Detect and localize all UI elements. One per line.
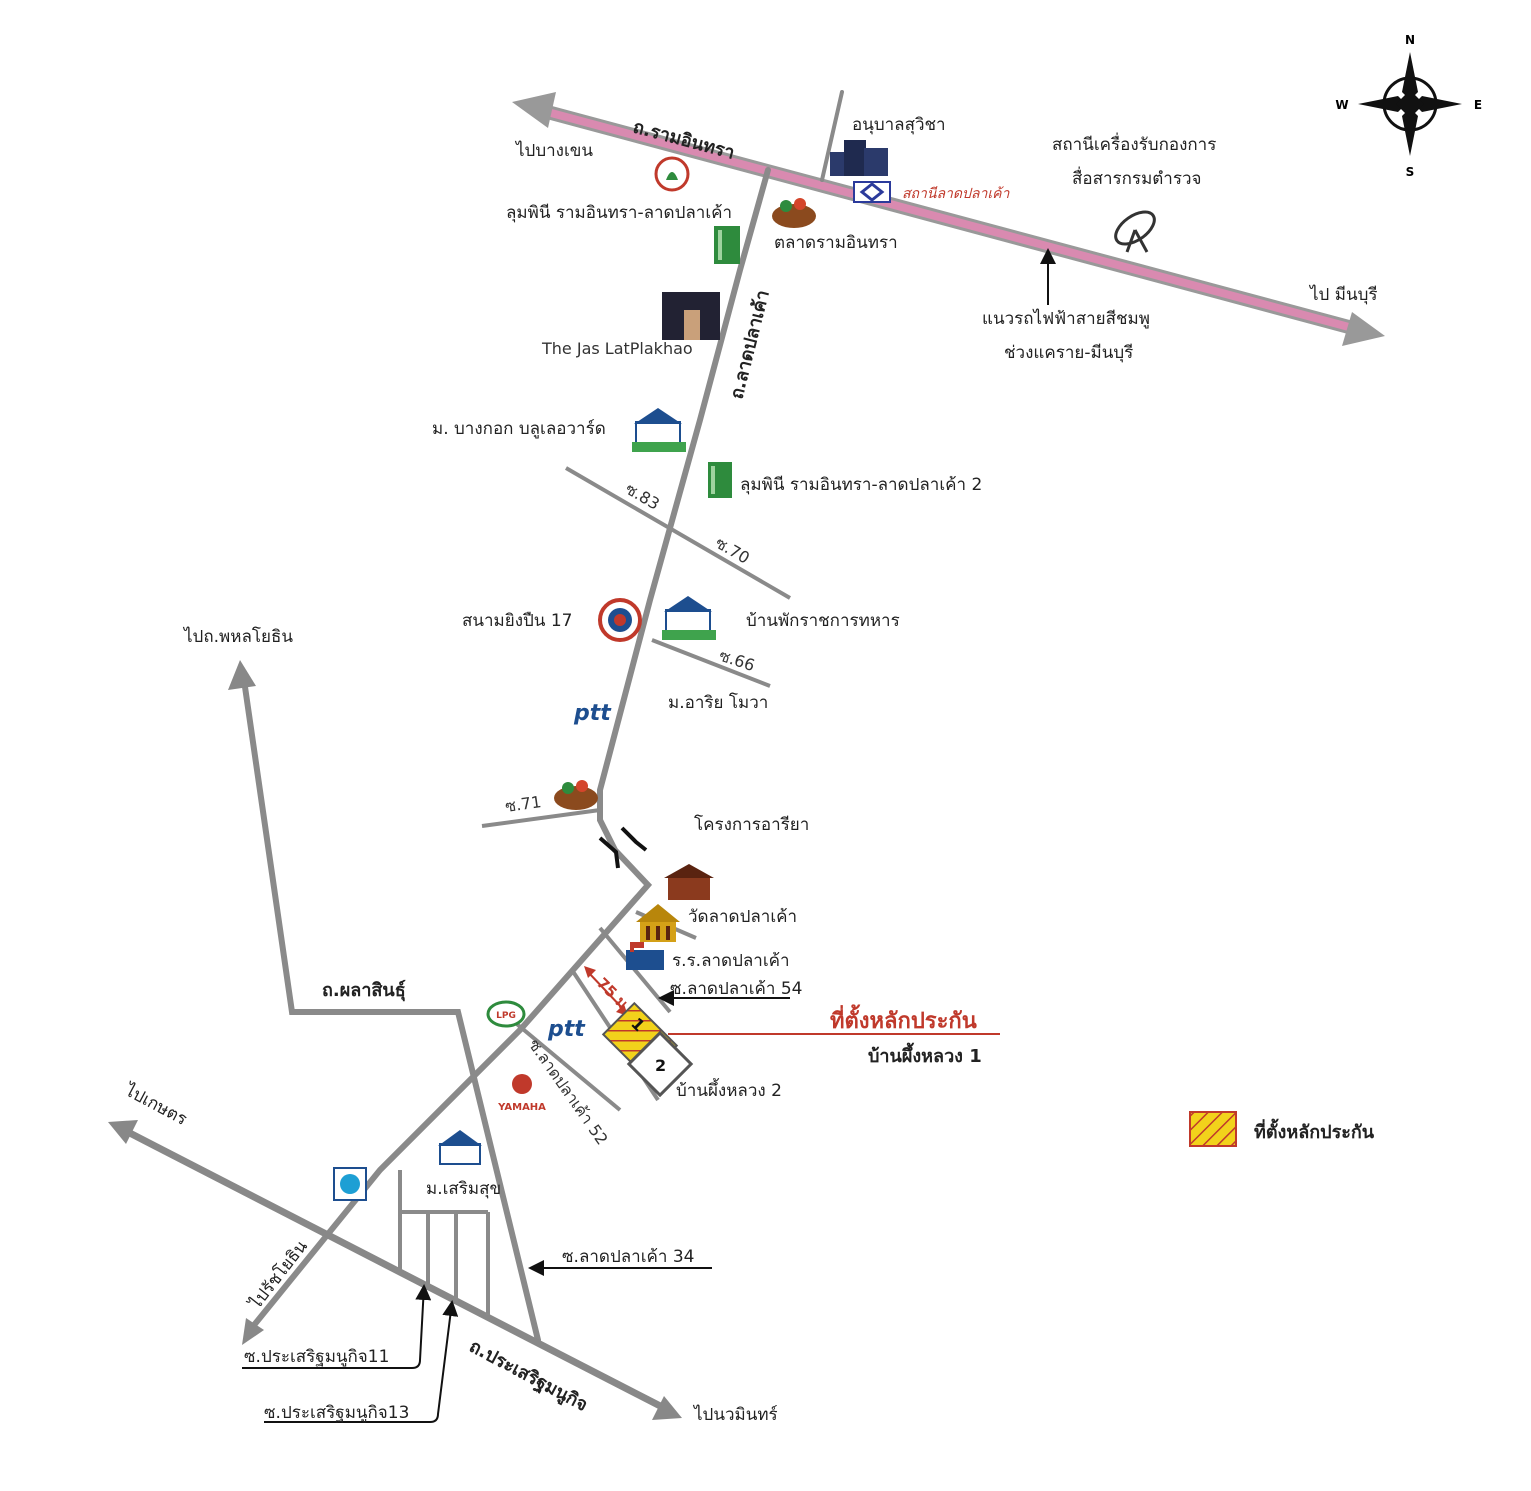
target-icon: [598, 598, 642, 642]
prasert-manukit-road: [108, 1120, 682, 1420]
label-soldier-housing: บ้านพักราชการทหาร: [746, 611, 900, 631]
label-wat: วัดลาดปลาเค้า: [688, 907, 797, 927]
label-market: ตลาดรามอินทรา: [774, 233, 898, 253]
label-house-2: บ้านผึ้งหลวง 2: [676, 1078, 782, 1101]
housing-icon-2: [662, 596, 716, 640]
label-soi-pm13: ซ.ประเสริฐมนูกิจ13: [264, 1403, 409, 1423]
lpg-text: LPG: [496, 1011, 516, 1021]
dir-min-buri: ไป มีนบุรี: [1308, 284, 1378, 305]
legend-label: ที่ตั้งหลักประกัน: [1254, 1118, 1375, 1143]
school-icon: [626, 942, 664, 970]
label-pink-line-2: ช่วงแคราย-มีนบุรี: [1004, 343, 1133, 363]
compass-w: W: [1335, 98, 1348, 112]
krungthai-bank-icon: [333, 1167, 367, 1201]
kasikorn-bank-icon: [654, 156, 690, 192]
dir-bang-khen: ไปบางเขน: [514, 140, 593, 161]
temple-icon: [636, 904, 680, 942]
label-lumpini-1: ลุมพินี รามอินทรา-ลาดปลาเค้า: [506, 203, 732, 223]
label-anuban-suwicha: อนุบาลสุวิชา: [852, 115, 946, 135]
compass-s: S: [1406, 165, 1415, 179]
label-jas: The Jas LatPlakhao: [541, 339, 693, 358]
satellite-dish-icon: [1114, 210, 1156, 253]
label-soi-pm11: ซ.ประเสริฐมนูกิจ11: [244, 1347, 389, 1367]
yamaha-text: YAMAHA: [497, 1102, 546, 1113]
label-soi-71: ซ.71: [504, 792, 543, 816]
label-school: ร.ร.ลาดปลาเค้า: [672, 951, 790, 971]
road-label-ram-inthra: ถ.รามอินทรา: [631, 117, 737, 164]
label-soi-54: ซ.ลาดปลาเค้า 54: [670, 979, 802, 999]
compass-icon: N S E W: [1335, 33, 1482, 179]
compass-n: N: [1405, 33, 1415, 47]
dir-phahonyothin: ไปถ.พหลโยธิน: [182, 626, 293, 647]
label-pink-line-1: แนวรถไฟฟ้าสายสีชมพู: [982, 308, 1150, 329]
label-serm-suk: ม.เสริมสุข: [426, 1179, 501, 1199]
market-basket-icon: [772, 198, 816, 228]
housing-icon-3: [438, 1130, 482, 1165]
soi-pm13-pointer: [264, 1300, 459, 1423]
house-icon: [664, 864, 714, 900]
yamaha-icon: YAMAHA: [497, 1074, 546, 1113]
housing-icon-1: [632, 408, 686, 452]
dir-nawamin: ไปนวมินทร์: [692, 1404, 778, 1425]
arrow-phahonyothin: [228, 660, 256, 690]
label-police-station-2: สื่อสารกรมตำรวจ: [1072, 166, 1202, 189]
collateral-plot-2: [626, 1030, 694, 1098]
legend: ที่ตั้งหลักประกัน: [1189, 1111, 1375, 1147]
road-label-phalasin: ถ.ผลาสินธุ์: [322, 979, 406, 1002]
label-house-1: บ้านผึ้งหลวง 1: [868, 1042, 982, 1067]
label-police-station-1: สถานีเครื่องรับกองการ: [1052, 132, 1216, 155]
dir-ratchayothin: ไปรัชโยธิน: [244, 1236, 312, 1315]
condo-icon-1: [714, 226, 740, 264]
label-soi-66: ซ.66: [717, 646, 757, 675]
label-shooting-range: สนามยิงปืน 17: [462, 611, 572, 631]
label-blue-boulevard: ม. บางกอก บลูเลอวาร์ด: [432, 419, 606, 439]
label-soi-34: ซ.ลาดปลาเค้า 34: [562, 1247, 694, 1267]
condo-icon-2: [708, 462, 732, 498]
collateral-title: ที่ตั้งหลักประกัน: [830, 1004, 977, 1034]
building-icon: [830, 140, 888, 176]
compass-e: E: [1474, 98, 1482, 112]
plot-2-label: 2: [655, 1056, 666, 1075]
hotel-icon: [662, 292, 720, 340]
label-ariya-project: โครงการอารียา: [694, 814, 809, 835]
label-station: สถานีลาดปลาเค้า: [902, 186, 1010, 202]
label-lumpini-2: ลุมพินี รามอินทรา-ลาดปลาเค้า 2: [740, 475, 982, 495]
phalasin-road: [241, 677, 541, 1343]
legend-swatch: [1189, 1111, 1237, 1147]
road-anuban: [820, 90, 844, 182]
ptt-logo-1: ptt: [573, 701, 612, 726]
station-icon: [853, 181, 891, 203]
soi-pm11-pointer: [242, 1284, 432, 1369]
ram-inthra-road: [512, 92, 1385, 346]
label-ariya-mova: ม.อาริย โมวา: [668, 692, 768, 713]
market-basket-icon-2: [554, 780, 598, 810]
label-soi-83: ซ.83: [622, 479, 663, 514]
bridge-icon: [598, 826, 648, 869]
road-label-prasert-manukit: ถ.ประเสริฐมนูกิจ: [465, 1336, 591, 1417]
lpg-icon: LPG: [486, 1000, 526, 1028]
arrow-ratchayothin: [242, 1318, 264, 1345]
ptt-logo-2: ptt: [547, 1017, 586, 1042]
